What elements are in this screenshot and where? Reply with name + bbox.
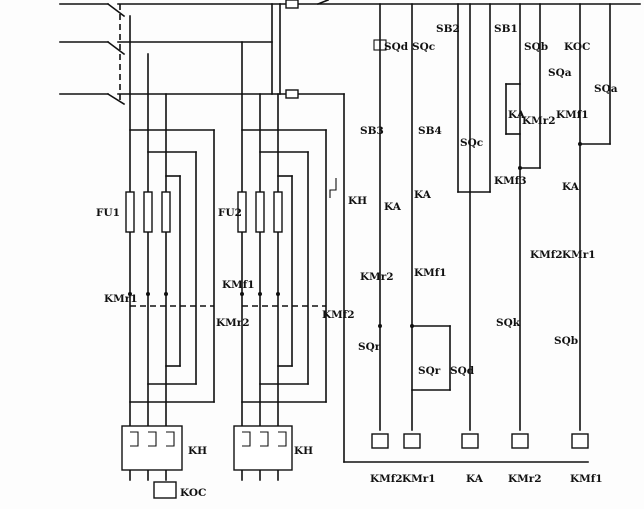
kmf1-coil-label: KMf1 [570, 473, 603, 485]
sb3-label: SB3 [360, 125, 384, 137]
kmr2-label-power: KMr2 [216, 317, 250, 329]
sqb-label: SQb [524, 41, 548, 53]
ka-label-4: KA [414, 189, 432, 201]
sb4-label: SB4 [418, 125, 442, 137]
kmr2-label-control: KMr2 [522, 115, 556, 127]
sqk-label: SQk [496, 317, 521, 329]
motor2-power-circuit: FU2 KH KMf1 KMf2 [218, 41, 355, 481]
thermal-relay-icon [233, 425, 293, 471]
kh-control-label: KH [348, 195, 367, 207]
kmf1-label-control-2: KMf1 [414, 267, 447, 279]
motor1-power-circuit: FU1 KH KOC KMr1 KMr2 [96, 15, 250, 499]
ka-coil-label: KA [466, 473, 484, 485]
coil-icon [461, 433, 479, 449]
koc-control-label: KOC [564, 41, 590, 53]
sqr-label: SQr [358, 341, 381, 353]
kmf1-label-power: KMf1 [222, 279, 255, 291]
kmf2-label-control: KMf2 [530, 249, 563, 261]
fuse-icon [273, 191, 283, 233]
kmf2-coil-label: KMf2 [370, 473, 403, 485]
kh-contact-icon [329, 178, 337, 198]
contact-dots [128, 142, 582, 328]
supply-lines [59, 0, 641, 106]
fuse-icon [255, 191, 265, 233]
ka-label-3: KA [384, 201, 402, 213]
kmr1-coil-label: KMr1 [402, 473, 436, 485]
coil-icon [511, 433, 529, 449]
sqd-label: SQd [384, 41, 409, 53]
kmr1-label-power: KMr1 [104, 293, 138, 305]
sb1-label: SB1 [494, 23, 518, 35]
coil-icon [371, 433, 389, 449]
sqr-label-2: SQr [418, 365, 441, 377]
kmr2-label-control-2: KMr2 [360, 271, 394, 283]
sqa-label: SQa [548, 67, 572, 79]
coil-icon [571, 433, 589, 449]
sqd-label-2: SQd [450, 365, 475, 377]
kmr1-label-control: KMr1 [562, 249, 596, 261]
sqc-label-2: SQc [460, 137, 483, 149]
ka-label: KA [508, 109, 526, 121]
kmf3-label: KMf3 [494, 175, 527, 187]
fuse-icon [143, 191, 153, 233]
sb2-label: SB2 [436, 23, 460, 35]
kmr2-coil-label: KMr2 [508, 473, 542, 485]
ka-label-2: KA [562, 181, 580, 193]
sqa-label-2: SQa [594, 83, 618, 95]
fuse-icon [237, 191, 247, 233]
coil-icon [403, 433, 421, 449]
overcurrent-relay-icon [153, 481, 177, 499]
koc-label: KOC [180, 487, 206, 499]
fu1-label: FU1 [96, 207, 120, 219]
sqb-label-2: SQb [554, 335, 578, 347]
kmf1-label-control: KMf1 [556, 109, 589, 121]
fuse-icon [161, 191, 171, 233]
thermal-relay-icon [121, 425, 183, 471]
kh-label-2: KH [294, 445, 313, 457]
kmf2-label-power: KMf2 [322, 309, 355, 321]
sqc-label: SQc [412, 41, 435, 53]
fuse-icon [125, 191, 135, 233]
fu2-label: FU2 [218, 207, 242, 219]
control-circuit: KH SQd SQc SB2 SB1 SQb KOC SQa SQa KA [329, 3, 618, 485]
kh-label: KH [188, 445, 207, 457]
